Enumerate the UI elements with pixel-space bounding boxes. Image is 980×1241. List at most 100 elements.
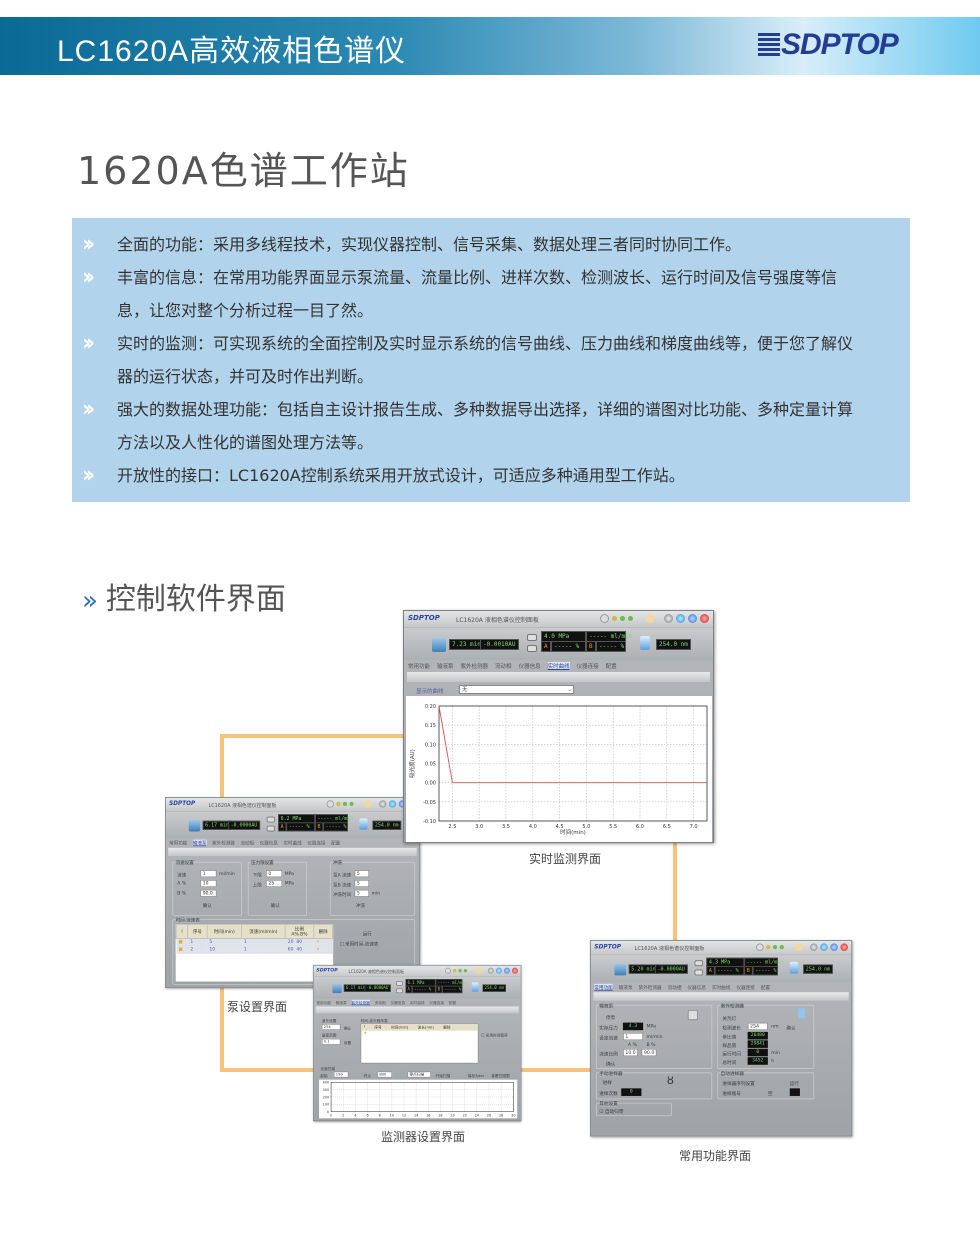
maximize-icon[interactable] [688, 614, 697, 623]
help-icon[interactable] [794, 943, 803, 951]
help-icon[interactable] [646, 614, 655, 623]
settings-icon[interactable] [664, 614, 673, 623]
tab-7[interactable]: 配置 [760, 985, 771, 991]
close-icon[interactable] [700, 614, 709, 623]
wavelength-input[interactable]: 254 [321, 1023, 341, 1030]
a-pct-input[interactable]: 10 [200, 879, 217, 888]
flush-b-input[interactable]: 5 [354, 879, 370, 888]
use-program-checkbox[interactable]: ☐ 采用时间程序 [481, 1034, 508, 1039]
tab-5[interactable]: 实时曲线 [711, 985, 731, 991]
tab-2[interactable]: 紫外检测器 [460, 664, 489, 670]
tab-7[interactable]: 配置 [448, 1001, 457, 1006]
tab-1[interactable]: 输液泵 [335, 1001, 347, 1006]
tab-2[interactable]: 紫外检测器 [638, 985, 662, 991]
scan-mode-select[interactable]: 零点扫描 [407, 1071, 431, 1078]
flow-input[interactable]: 1 [200, 869, 217, 878]
minimize-icon[interactable] [820, 943, 828, 951]
auto-run-button[interactable]: 运行 [789, 1081, 800, 1087]
sequence-settings-button[interactable]: 进样器序列设置 [722, 1081, 755, 1087]
high-limit-input[interactable]: 25 [265, 879, 283, 888]
tab-5[interactable]: 实时曲线 [547, 662, 570, 670]
tab-3[interactable]: 流动相 [374, 1001, 386, 1006]
tab-2[interactable]: 紫外检测器 [212, 841, 235, 847]
confirm-button[interactable]: 确认 [202, 903, 212, 909]
pump-b-switch-icon[interactable] [396, 988, 403, 994]
flush-time-input[interactable]: 5 [354, 889, 370, 898]
minimize-icon[interactable] [388, 800, 397, 808]
auto-zero-checkbox[interactable]: ☑ 自动归零 [599, 1109, 624, 1115]
pump-toggle-icon[interactable] [687, 1009, 698, 1021]
settings-icon[interactable] [487, 967, 494, 974]
close-icon[interactable] [840, 943, 848, 951]
confirm-button[interactable]: 确认 [343, 1026, 352, 1031]
new-row-icon[interactable]: ✦ [363, 1030, 368, 1037]
curve-select[interactable]: 无⌄ [459, 685, 574, 694]
confirm-button[interactable]: 确认 [786, 1025, 796, 1032]
pump-a-switch-icon[interactable] [266, 816, 275, 823]
start-scan-button[interactable]: 开始扫描 [435, 1074, 451, 1079]
flush-button[interactable]: 冲洗 [356, 903, 366, 909]
tab-7[interactable]: 配置 [331, 841, 341, 847]
flush-a-input[interactable]: 5 [354, 869, 370, 878]
end-input[interactable]: 800 [377, 1071, 393, 1078]
tab-1[interactable]: 输液泵 [618, 985, 633, 991]
help-icon[interactable] [364, 800, 372, 808]
tab-6[interactable]: 仪器连接 [429, 1001, 445, 1006]
minimize-icon[interactable] [676, 614, 685, 623]
minimize-icon[interactable] [495, 967, 502, 974]
view-scan-button[interactable]: 查看扫描图 [491, 1074, 510, 1079]
tab-3[interactable]: 流动相 [667, 985, 682, 991]
tab-6[interactable]: 仪器连接 [576, 664, 599, 670]
tab-0[interactable]: 常用功能 [316, 1001, 332, 1006]
b-pct-input[interactable]: 90.0 [641, 1048, 657, 1057]
confirm-button[interactable]: 确认 [606, 1062, 616, 1068]
tab-4[interactable]: 仪器信息 [390, 1001, 406, 1006]
pump-b-switch-icon[interactable] [694, 969, 703, 976]
tab-4[interactable]: 仪器信息 [259, 841, 278, 847]
tab-7[interactable]: 配置 [605, 664, 617, 670]
help-icon[interactable] [475, 967, 482, 974]
lamp-icon[interactable] [798, 1008, 805, 1019]
injector-valve-icon[interactable]: ȣ [666, 1074, 674, 1088]
pump-a-switch-icon[interactable] [527, 634, 537, 641]
tab-6[interactable]: 仪器连接 [307, 841, 326, 847]
settings-icon[interactable] [810, 943, 818, 951]
tab-2[interactable]: 紫外检测器 [351, 999, 370, 1006]
b-pct-input[interactable]: 90.0 [200, 889, 217, 898]
tab-5[interactable]: 实时曲线 [409, 1001, 425, 1006]
tab-6[interactable]: 仪器连接 [736, 985, 755, 991]
delete-icon[interactable]: ✕ [313, 945, 333, 954]
tab-1[interactable]: 输液泵 [437, 664, 454, 670]
detect-wl-input[interactable]: 254 [747, 1022, 768, 1031]
range-select[interactable]: 0.1 [321, 1038, 341, 1045]
maximize-icon[interactable] [830, 943, 838, 951]
tab-0[interactable]: 常用功能 [169, 841, 188, 847]
tab-1[interactable]: 输液泵 [192, 839, 207, 847]
a-pct-input[interactable]: 10.0 [622, 1048, 639, 1057]
delete-icon[interactable]: ✕ [313, 938, 333, 947]
tab-4[interactable]: 仪器信息 [518, 664, 541, 670]
pump-a-switch-icon[interactable] [694, 960, 703, 967]
set-flow-input[interactable]: 1 [622, 1032, 644, 1041]
maximize-icon[interactable] [503, 967, 510, 974]
tab-3[interactable]: 流动相 [495, 664, 512, 670]
tab-4[interactable]: 仪器信息 [687, 985, 706, 991]
tab-0[interactable]: 常用功能 [594, 983, 613, 991]
tab-3[interactable]: 流动相 [240, 841, 255, 847]
start-input[interactable]: 190 [333, 1071, 349, 1078]
set-button[interactable]: 设置 [343, 1041, 352, 1046]
pump-a-switch-icon[interactable] [396, 981, 403, 986]
settings-icon[interactable] [379, 800, 387, 808]
low-limit-input[interactable]: 0 [265, 869, 283, 878]
maximize-icon[interactable] [398, 800, 407, 808]
pump-b-switch-icon[interactable] [527, 645, 537, 652]
tab-5[interactable]: 实时曲线 [283, 841, 302, 847]
save-txt-button[interactable]: 保存为txt [467, 1074, 484, 1079]
pump-b-switch-icon[interactable] [266, 825, 275, 832]
confirm-button[interactable]: 确认 [270, 903, 280, 909]
close-icon[interactable] [511, 967, 519, 974]
